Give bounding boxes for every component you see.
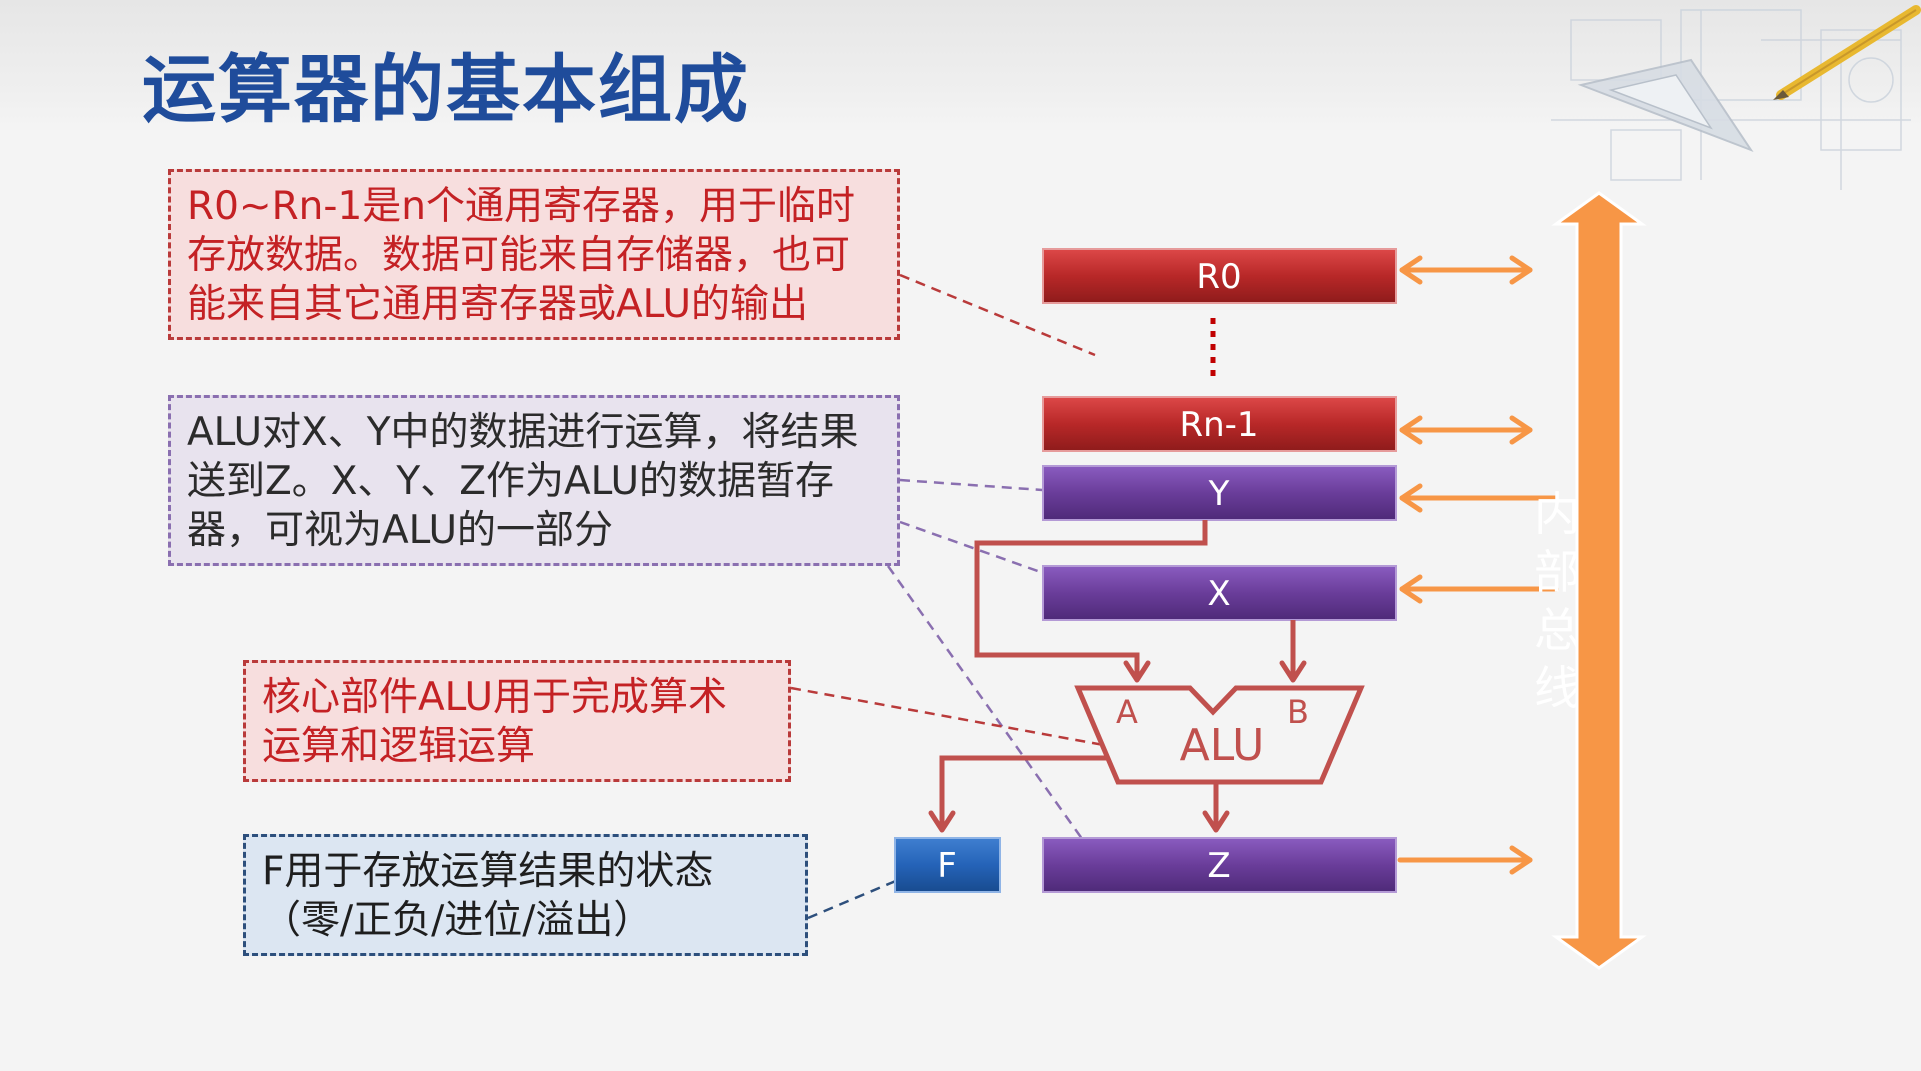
y-leader-line: [899, 478, 1086, 495]
z-leader-line: [886, 565, 1092, 851]
alu-leader-line: [790, 686, 1121, 750]
alu-input-a-label: A: [1116, 693, 1138, 731]
alu-to-f-wire: [939, 755, 1108, 826]
register-z-label: Z: [1207, 846, 1230, 886]
drafting-tools-decoration: [1551, 5, 1921, 190]
register-rn-1: Rn-1: [1042, 396, 1397, 452]
alu-b-arrowhead: [1279, 660, 1307, 683]
bus-to-x-arrow: [1399, 574, 1423, 604]
flag-register-note: F用于存放运算结果的状态 （零/正负/进位/溢出）: [243, 834, 808, 956]
alu-buffer-registers-note: ALU对X、Y中的数据进行运算，将结果 送到Z。X、Y、Z作为ALU的数据暂存 …: [168, 395, 900, 566]
register-f-label: F: [937, 846, 957, 886]
r0-bus-arrow-right: [1509, 255, 1533, 285]
y-to-alu-a-wire: [974, 520, 1208, 676]
r0-bus-arrow-left: [1399, 255, 1423, 285]
register-x-label: X: [1207, 574, 1230, 614]
general-registers-note: R0~Rn-1是n个通用寄存器，用于临时 存放数据。数据可能来自存储器，也可 能…: [168, 169, 900, 340]
z-arrowhead: [1202, 810, 1230, 833]
slide-title: 运算器的基本组成: [142, 47, 750, 133]
bus-to-y-arrow: [1399, 483, 1423, 513]
register-r0-label: R0: [1196, 257, 1241, 297]
z-to-bus-arrow: [1509, 845, 1533, 875]
register-y-label: Y: [1208, 474, 1230, 514]
bus-label-char-3: 总: [1534, 603, 1580, 657]
bus-label-char-4: 线: [1534, 661, 1580, 715]
alu-a-arrowhead: [1123, 660, 1151, 683]
registers-leader-line: [899, 273, 1096, 357]
register-f: F: [894, 837, 1001, 893]
alu-input-b-label: B: [1287, 693, 1309, 731]
alu: A B ALU: [1074, 685, 1365, 785]
register-y: Y: [1042, 465, 1397, 521]
alu-core-note: 核心部件ALU用于完成算术 运算和逻辑运算: [243, 660, 791, 782]
bus-label-char-1: 内: [1534, 487, 1580, 541]
x-leader-line: [899, 520, 1106, 597]
alu-label: ALU: [1180, 720, 1265, 771]
flag-leader-line: [807, 878, 899, 920]
register-z: Z: [1042, 837, 1397, 893]
header-band: [0, 0, 1921, 128]
register-r0: R0: [1042, 248, 1397, 304]
bus-label-char-2: 部: [1534, 545, 1580, 599]
rn-1-bus-arrow-left: [1399, 415, 1423, 445]
register-rn-1-label: Rn-1: [1179, 405, 1258, 445]
rn-1-bus-arrow-right: [1509, 415, 1533, 445]
f-arrowhead: [928, 810, 956, 833]
register-x: X: [1042, 565, 1397, 621]
